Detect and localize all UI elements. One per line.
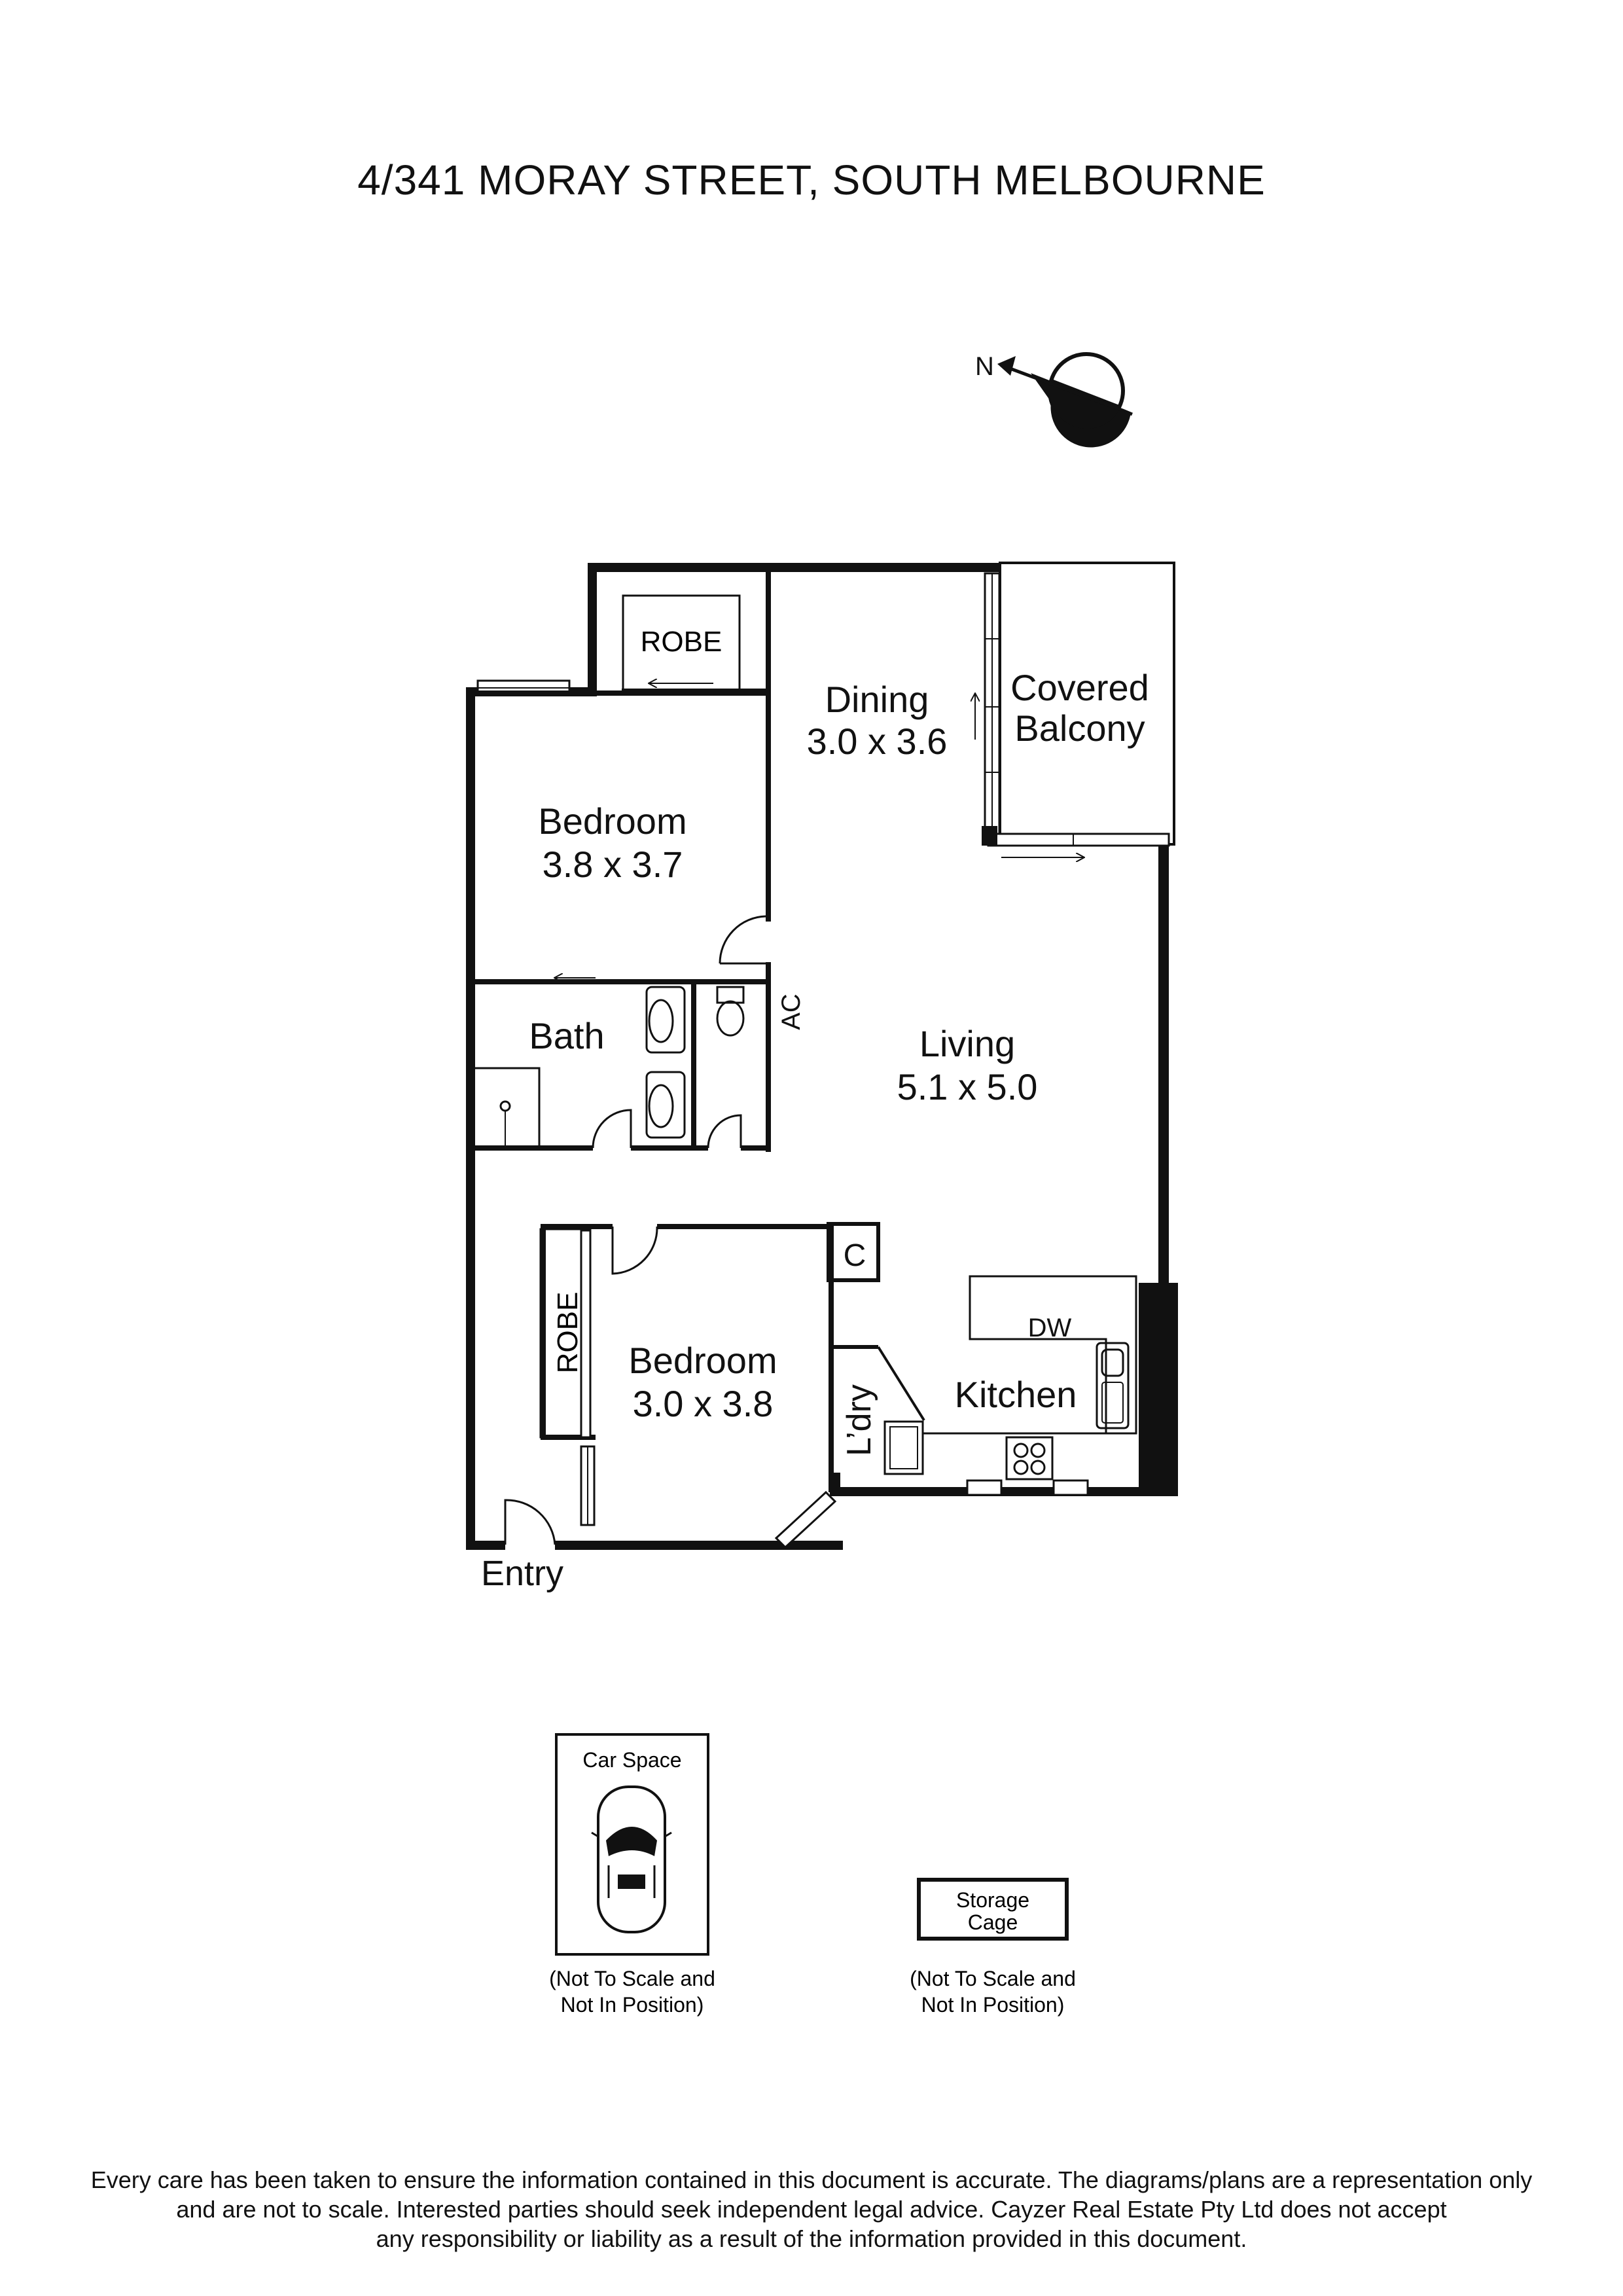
ac-label: AC [777, 994, 806, 1030]
living-dims: 5.1 x 5.0 [897, 1066, 1038, 1107]
disclaimer-line-1: Every care has been taken to ensure the … [90, 2166, 1533, 2193]
dw-label: DW [1028, 1314, 1072, 1342]
car-space-label: Car Space [582, 1748, 681, 1772]
bath-fixtures [471, 986, 686, 1149]
bedroom2-name: Bedroom [628, 1340, 777, 1381]
car-icon [591, 1785, 672, 1933]
entry-label: Entry [481, 1554, 563, 1593]
living-name: Living [919, 1023, 1015, 1064]
north-compass-icon: N [975, 352, 1133, 448]
bedroom1-name: Bedroom [538, 800, 687, 842]
dining-dims: 3.0 x 3.6 [807, 721, 948, 762]
laundry-area [829, 1345, 925, 1475]
page-title: 4/341 MORAY STREET, SOUTH MELBOURNE [357, 156, 1266, 204]
cupboard-label: C [844, 1238, 866, 1273]
robe-side-label: ROBE [552, 1292, 584, 1374]
disclaimer: Every care has been taken to ensure the … [52, 2165, 1571, 2253]
bedroom2-door [611, 1226, 658, 1275]
storage-line2: Cage [968, 1910, 1018, 1934]
disclaimer-line-3: any responsibility or liability as a res… [376, 2225, 1247, 2252]
balcony-outline [975, 562, 1175, 857]
car-space-note1: (Not To Scale and [549, 1967, 715, 1990]
bath-label: Bath [529, 1015, 604, 1056]
storage-line1: Storage [956, 1888, 1029, 1912]
robe-top: ROBE [622, 594, 766, 695]
toilet-icon [707, 986, 745, 1149]
north-label: N [975, 352, 994, 381]
storage-note1: (Not To Scale and [910, 1967, 1076, 1990]
bedroom1-door [719, 915, 766, 965]
entry-door [504, 1499, 556, 1545]
balcony-line1: Covered [1010, 667, 1149, 708]
car-space-note2: Not In Position) [561, 1993, 704, 2017]
storage-note2: Not In Position) [921, 1993, 1065, 2017]
robe-top-label: ROBE [641, 626, 722, 658]
robe-side: ROBE [539, 1228, 592, 1439]
storage-cage: Storage Cage (Not To Scale and Not In Po… [910, 1878, 1076, 2017]
bedroom1-dims: 3.8 x 3.7 [543, 844, 683, 885]
kitchen-bench [921, 1275, 1137, 1480]
kitchen-label: Kitchen [955, 1374, 1077, 1415]
bedroom2-dims: 3.0 x 3.8 [633, 1383, 774, 1424]
dining-name: Dining [825, 679, 929, 720]
laundry-label: L’dry [840, 1384, 878, 1456]
cupboard [827, 1222, 880, 1282]
balcony-line2: Balcony [1014, 708, 1145, 749]
disclaimer-line-2: and are not to scale. Interested parties… [176, 2196, 1447, 2223]
car-space: Car Space (Not To Scale and Not In Posit… [549, 1733, 715, 2017]
